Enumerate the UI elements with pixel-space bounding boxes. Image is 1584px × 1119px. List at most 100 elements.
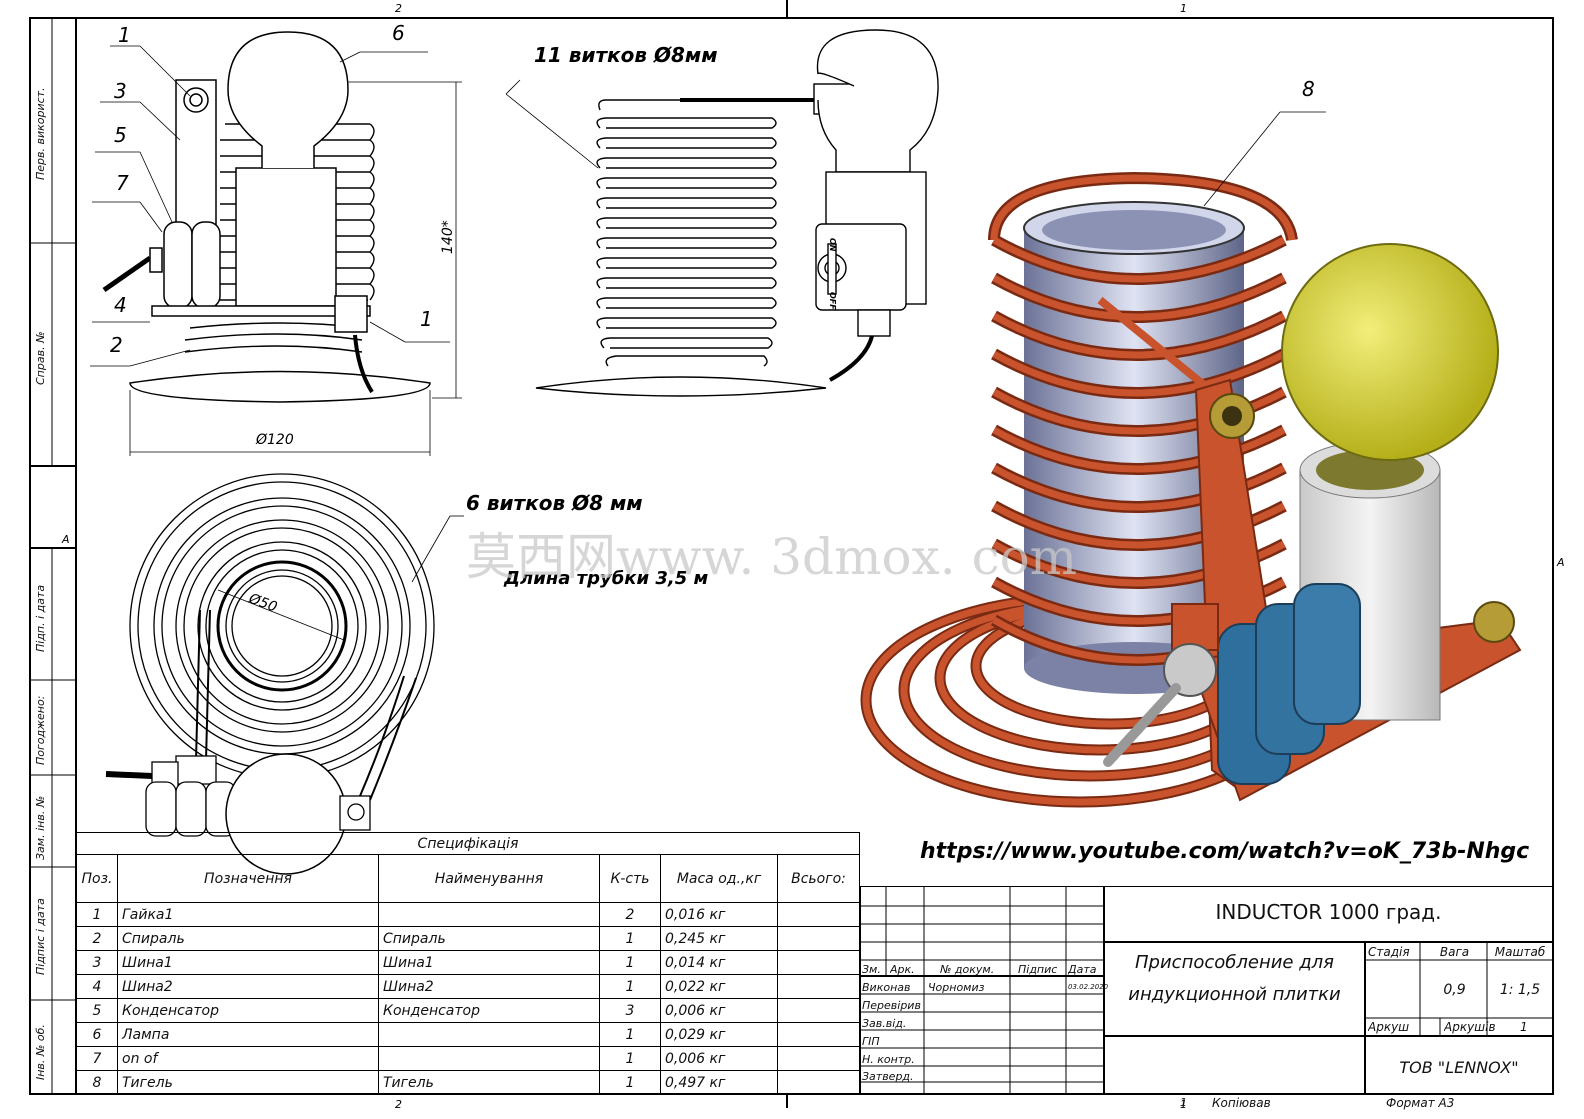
spec-header-mass: Маса од.,кг <box>660 854 778 903</box>
spec-cell-total <box>777 926 860 951</box>
video-url: https://www.youtube.com/watch?v=oK_73b-N… <box>920 839 1529 864</box>
row-gip: ГІП <box>862 1035 880 1048</box>
label-zam-inv-no: Зам. інв. № <box>34 795 47 860</box>
col-pidpys: Підпис <box>1018 963 1058 976</box>
spec-cell-name: Спираль <box>378 926 600 951</box>
row-vykonav: Виконав <box>862 981 911 994</box>
zone-bottom-left: 2 <box>395 1098 402 1111</box>
callout-2: 2 <box>110 333 123 357</box>
footer-format: Формат А3 <box>1386 1096 1455 1110</box>
tube-length-note: Длина трубки 3,5 м <box>503 568 709 589</box>
spec-header-total: Всього: <box>777 854 860 903</box>
spec-header-qty: К-сть <box>599 854 661 903</box>
spec-cell-pos: 1 <box>76 902 118 927</box>
spec-cell-name: Тигель <box>378 1070 600 1095</box>
callout-1-top: 1 <box>118 23 131 47</box>
callout-1-bottom: 1 <box>420 307 433 331</box>
sign-date: 03.02.2020 <box>1068 983 1109 991</box>
spec-cell-qty: 1 <box>599 926 661 951</box>
coil-turns-note: 11 витков Ø8мм <box>534 43 718 67</box>
top-view <box>105 473 435 875</box>
iso-view <box>860 171 1522 808</box>
spec-cell-designation: Гайка1 <box>117 902 379 927</box>
spec-cell-qty: 1 <box>599 1022 661 1047</box>
spec-cell-designation: on of <box>117 1046 379 1071</box>
front-view <box>102 31 431 403</box>
switch-on-label: ON <box>828 238 837 252</box>
spec-cell-qty: 1 <box>599 950 661 975</box>
front-dims <box>90 45 462 456</box>
width-dimension: Ø120 <box>255 432 294 448</box>
col-zm: Зм. <box>862 963 881 976</box>
spec-cell-mass: 0,006 кг <box>660 1046 778 1071</box>
spec-header-pos: Поз. <box>76 854 118 903</box>
doc-name-line2: индукционной плитки <box>1128 984 1341 1005</box>
callout-4: 4 <box>114 293 127 317</box>
spec-cell-name <box>378 1046 600 1071</box>
switch-off-label: OFF <box>828 292 837 310</box>
spec-cell-qty: 3 <box>599 998 661 1023</box>
company-name: ТОВ "LENNOX" <box>1399 1058 1519 1077</box>
inner-diameter-dim: Ø50 <box>246 590 280 615</box>
spec-cell-total <box>777 902 860 927</box>
callout-3: 3 <box>114 79 127 103</box>
spec-title: Специфікація <box>76 832 860 855</box>
callout-5: 5 <box>114 123 127 147</box>
spec-cell-designation: Шина1 <box>117 950 379 975</box>
spec-cell-qty: 1 <box>599 974 661 999</box>
zone-bottom-right: 1 <box>1180 1098 1187 1111</box>
spec-cell-qty: 2 <box>599 902 661 927</box>
col-data: Дата <box>1068 963 1097 976</box>
author-name: Чорномиз <box>928 981 985 994</box>
spec-cell-designation: Тигель <box>117 1070 379 1095</box>
arkushiv-value: 1 <box>1520 1020 1528 1034</box>
coil-base-note: 6 витков Ø8 мм <box>466 491 643 515</box>
height-dimension: 140* <box>440 220 456 254</box>
spec-header-designation: Позначення <box>117 854 379 903</box>
arkushiv-label: Аркушів <box>1444 1020 1496 1034</box>
spec-cell-designation: Шина2 <box>117 974 379 999</box>
spec-cell-pos: 3 <box>76 950 118 975</box>
spec-cell-name: Шина1 <box>378 950 600 975</box>
spec-cell-mass: 0,006 кг <box>660 998 778 1023</box>
callout-6: 6 <box>392 21 405 45</box>
spec-cell-mass: 0,497 кг <box>660 1070 778 1095</box>
specification-table: Специфікація Поз. Позначення Найменуванн… <box>76 832 860 1095</box>
footer-sheet: 1 <box>1180 1096 1187 1109</box>
zone-right: A <box>1556 556 1565 569</box>
spec-cell-mass: 0,016 кг <box>660 902 778 927</box>
spec-cell-name: Шина2 <box>378 974 600 999</box>
callout-8: 8 <box>1302 77 1315 101</box>
spec-cell-qty: 1 <box>599 1046 661 1071</box>
callout-7: 7 <box>116 171 129 195</box>
doc-title: INDUCTOR 1000 град. <box>1215 900 1442 924</box>
label-pidp-data: Підп. і дата <box>34 584 47 652</box>
spec-cell-name: Конденсатор <box>378 998 600 1023</box>
vaga-label: Вага <box>1439 945 1470 959</box>
zone-left: A <box>61 533 70 546</box>
footer-kopiyuvav: Копіював <box>1212 1096 1271 1110</box>
vaga-value: 0,9 <box>1443 982 1466 998</box>
watermark: 莫西网www. 3dmox. com <box>466 528 1077 586</box>
label-pidpys-data: Підпис і дата <box>34 898 47 975</box>
iso-leader <box>1203 111 1326 207</box>
spec-cell-mass: 0,014 кг <box>660 950 778 975</box>
mashtab-label: Маштаб <box>1494 945 1546 959</box>
stadia-label: Стадія <box>1368 945 1410 959</box>
label-perv-vykoryst: Перв. використ. <box>34 87 47 180</box>
spec-cell-pos: 7 <box>76 1046 118 1071</box>
side-view <box>535 29 939 397</box>
zone-top-left: 2 <box>395 2 402 15</box>
spec-cell-total <box>777 1046 860 1071</box>
spec-cell-pos: 6 <box>76 1022 118 1047</box>
spec-cell-name <box>378 1022 600 1047</box>
title-block: Зм. Арк. № докум. Підпис Дата Виконав Пе… <box>860 886 1553 1094</box>
